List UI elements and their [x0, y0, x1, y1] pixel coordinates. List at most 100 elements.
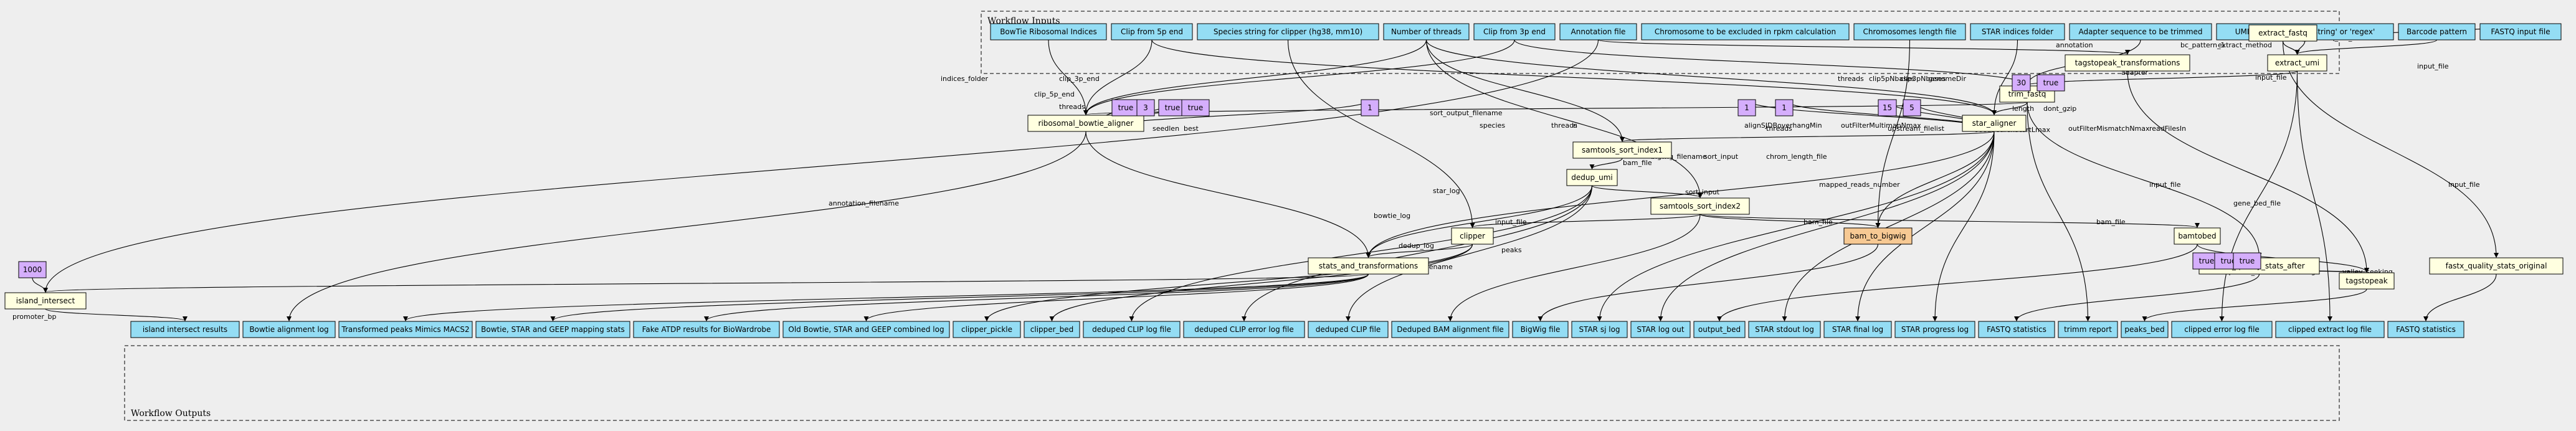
const-1[interactable]: true: [2037, 74, 2065, 92]
const-10[interactable]: 5: [1903, 99, 1921, 116]
output-22[interactable]: clipped error log file: [2171, 321, 2273, 338]
output-13[interactable]: STAR sj log: [1571, 321, 1628, 338]
step-extract_fastq-label: extract_fastq: [2258, 29, 2307, 37]
edge-label-19: threads: [1551, 121, 1577, 130]
const-13-box: [2233, 252, 2261, 270]
input-9[interactable]: Adapter sequence to be trimmed: [2069, 23, 2212, 40]
input-3[interactable]: Number of threads: [1383, 23, 1470, 40]
input-0-box: [990, 23, 1107, 40]
step-bamtobed[interactable]: bamtobed: [2174, 227, 2221, 245]
step-samtools_sort_index1[interactable]: samtools_sort_index1: [1572, 141, 1672, 159]
const-5[interactable]: true: [1181, 99, 1210, 116]
step-samtools_sort_index1-box: [1572, 141, 1672, 159]
output-14-label: STAR log out: [1637, 325, 1684, 334]
step-samtools_sort_index2[interactable]: samtools_sort_index2: [1650, 197, 1750, 215]
step-stats_and_transformations[interactable]: stats_and_transformations: [1308, 257, 1429, 275]
output-3[interactable]: Bowtie, STAR and GEEP mapping stats: [475, 321, 630, 338]
output-23[interactable]: clipped extract log file: [2275, 321, 2385, 338]
step-tagstopeak[interactable]: tagstopeak: [2339, 272, 2395, 290]
step-tagstopeak_transformations[interactable]: tagstopeak_transformations: [2065, 54, 2190, 72]
output-4[interactable]: Fake ATDP results for BioWardrobe: [633, 321, 780, 338]
step-dedup_umi-label: dedup_umi: [1571, 173, 1612, 182]
output-11[interactable]: Deduped BAM alignment file: [1391, 321, 1509, 338]
output-6[interactable]: clipper_pickle: [953, 321, 1021, 338]
edge-label-47: input_file: [2149, 181, 2181, 189]
step-extract_umi[interactable]: extract_umi: [2267, 54, 2327, 72]
step-tagstopeak_transformations-box: [2065, 54, 2190, 72]
const-9[interactable]: 15: [1878, 99, 1897, 116]
step-star_aligner[interactable]: star_aligner: [1962, 115, 2027, 132]
step-dedup_umi[interactable]: dedup_umi: [1566, 169, 1618, 186]
output-7[interactable]: clipper_bed: [1024, 321, 1080, 338]
const-14[interactable]: 1000: [18, 261, 47, 278]
output-2[interactable]: Transformed peaks Mimics MACS2: [338, 321, 473, 338]
const-8[interactable]: 1: [1775, 99, 1794, 116]
output-14[interactable]: STAR log out: [1630, 321, 1691, 338]
output-12[interactable]: BigWig file: [1512, 321, 1569, 338]
const-2[interactable]: true: [1111, 99, 1140, 116]
edge-label-34: sort_input: [1704, 153, 1739, 161]
output-24[interactable]: FASTQ statistics: [2387, 321, 2464, 338]
output-0[interactable]: island intersect results: [130, 321, 240, 338]
edge-label-15: clip_3p_end: [1059, 75, 1100, 83]
step-bam_to_bigwig[interactable]: bam_to_bigwig: [1843, 227, 1913, 245]
input-8-box: [1970, 23, 2065, 40]
edge-label-30: outFilterMismatchNmax: [2068, 125, 2150, 133]
step-extract_fastq[interactable]: extract_fastq: [2248, 24, 2317, 42]
const-7[interactable]: 1: [1737, 99, 1756, 116]
output-19[interactable]: FASTQ statistics: [1978, 321, 2055, 338]
const-13[interactable]: true: [2233, 252, 2261, 270]
step-clipper[interactable]: clipper: [1451, 227, 1494, 245]
input-2-box: [1197, 23, 1379, 40]
edge-label-18: species: [1480, 121, 1505, 130]
output-18[interactable]: STAR progress log: [1894, 321, 1975, 338]
input-4[interactable]: Clip from 3p end: [1473, 23, 1556, 40]
step-ribosomal_bowtie_aligner[interactable]: ribosomal_bowtie_aligner: [1027, 115, 1144, 132]
step-samtools_sort_index2-label: samtools_sort_index2: [1660, 202, 1741, 211]
edge-32: [1591, 185, 1703, 198]
edge-57: [704, 273, 1369, 321]
edge-label-11: threads: [1838, 75, 1864, 83]
output-16-label: STAR stdout log: [1755, 325, 1814, 334]
output-8[interactable]: deduped CLIP log file: [1083, 321, 1181, 338]
edge-label-42: input_file: [1495, 218, 1527, 226]
edge-76: [2296, 70, 2332, 321]
const-3[interactable]: 3: [1136, 99, 1155, 116]
edge-label-45: dedup_log: [1399, 242, 1434, 250]
output-23-box: [2275, 321, 2385, 338]
const-6[interactable]: 1: [1361, 99, 1379, 116]
step-fastx_quality_stats_original[interactable]: fastx_quality_stats_original: [2429, 257, 2564, 275]
input-5[interactable]: Annotation file: [1559, 23, 1637, 40]
const-7-box: [1737, 99, 1756, 116]
edge-73: [2027, 102, 2091, 321]
output-9[interactable]: deduped CLIP error log file: [1183, 321, 1305, 338]
edge-labels-layer: output_filenamefastq_file_1input_fileann…: [12, 34, 2480, 321]
step-island_intersect[interactable]: island_intersect: [4, 292, 87, 310]
const-0[interactable]: 30: [2012, 74, 2031, 92]
output-8-label: deduped CLIP log file: [1092, 325, 1171, 334]
input-11[interactable]: Barcode pattern: [2398, 23, 2476, 40]
output-5[interactable]: Old Bowtie, STAR and GEEP combined log: [782, 321, 950, 338]
input-7[interactable]: Chromosomes length file: [1853, 23, 1966, 40]
edge-label-43: bam_file: [1804, 218, 1833, 226]
step-extract_umi-box: [2267, 54, 2327, 72]
input-0[interactable]: BowTie Ribosomal Indices: [990, 23, 1107, 40]
output-17[interactable]: STAR final log: [1823, 321, 1892, 338]
input-1[interactable]: Clip from 5p end: [1111, 23, 1193, 40]
input-12[interactable]: FASTQ input file: [2479, 23, 2562, 40]
output-15[interactable]: output_bed: [1693, 321, 1746, 338]
output-20[interactable]: trimm report: [2058, 321, 2118, 338]
output-15-label: output_bed: [1698, 325, 1741, 334]
input-2[interactable]: Species string for clipper (hg38, mm10): [1197, 23, 1379, 40]
output-21[interactable]: peaks_bed: [2121, 321, 2169, 338]
output-1[interactable]: Bowtie alignment log: [242, 321, 336, 338]
edge-74: [2142, 288, 2367, 321]
edge-label-35: chrom_length_file: [1766, 153, 1827, 161]
input-8[interactable]: STAR indices folder: [1970, 23, 2065, 40]
output-10[interactable]: deduped CLIP file: [1308, 321, 1389, 338]
output-13-box: [1571, 321, 1628, 338]
input-2-label: Species string for clipper (hg38, mm10): [1214, 27, 1362, 36]
output-16[interactable]: STAR stdout log: [1748, 321, 1821, 338]
input-6[interactable]: Chromosome to be excluded in rpkm calcul…: [1641, 23, 1850, 40]
